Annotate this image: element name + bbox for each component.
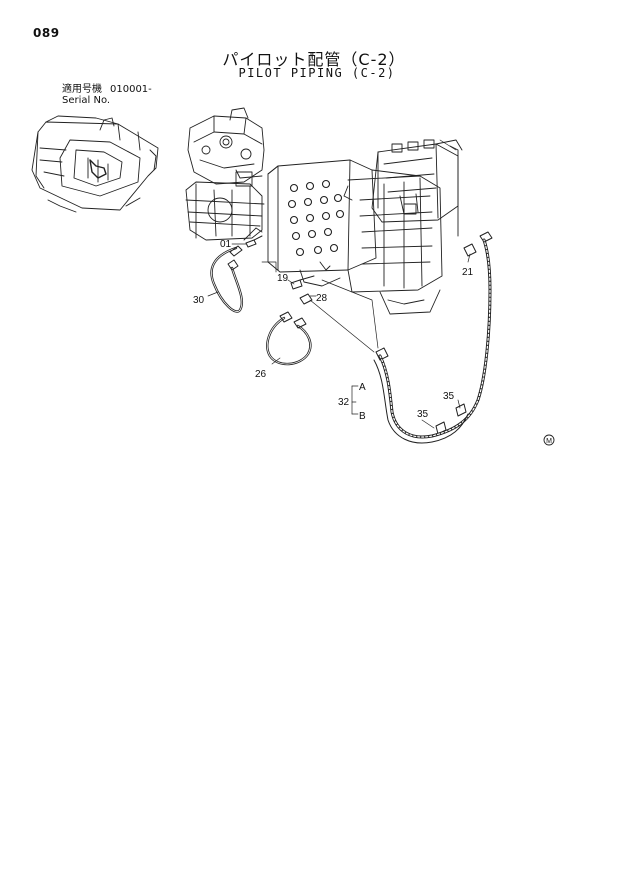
swing-motor-illustration [185,107,265,241]
mark-letter: M [546,438,552,445]
page-number: 089 [33,26,60,40]
callout-32: 32 [338,397,350,408]
page-title-japanese: パイロット配管（C-2） [222,50,406,69]
callout-28: 28 [316,293,328,304]
control-valve-illustration [267,139,463,315]
hose-30 [210,245,244,313]
serial-label-en: Serial No. [62,95,111,106]
page-title-english: PILOT PIPING (C-2) [238,66,396,80]
callout-A: A [359,382,366,393]
leader-lines [207,139,471,429]
callout-26: 26 [255,369,267,380]
hose-32 [373,238,492,444]
callout-B: B [359,411,366,422]
serial-block: 適用号機 010001- Serial No. [62,84,152,106]
circled-mark: M [543,434,555,446]
hose-26 [266,311,312,366]
callout-30: 30 [193,295,205,306]
callout-35-lower: 35 [417,409,429,420]
callout-01: 01 [220,239,232,250]
fittings [245,231,493,435]
callout-35-upper: 35 [443,391,455,402]
serial-value: 010001- [110,84,152,95]
excavator-illustration [31,115,159,213]
callout-21: 21 [462,267,474,278]
callout-19: 19 [277,273,289,284]
serial-label-jp: 適用号機 [62,84,102,95]
